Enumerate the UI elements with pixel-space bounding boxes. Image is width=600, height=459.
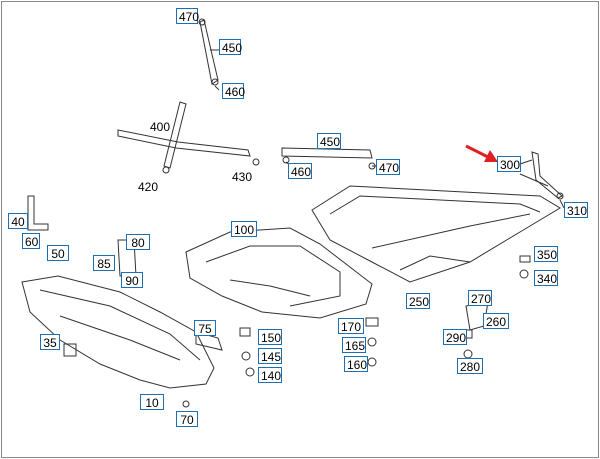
fastener-280 <box>463 349 473 359</box>
washer-165 <box>367 337 377 347</box>
callout-90[interactable]: 90 <box>121 272 143 288</box>
callout-460-top[interactable]: 460 <box>222 83 245 99</box>
underbody-panel-250 <box>311 185 561 283</box>
washer-145 <box>241 351 251 361</box>
label-430: 430 <box>232 170 253 184</box>
callout-470-top[interactable]: 470 <box>176 8 199 24</box>
callout-470-right[interactable]: 470 <box>376 159 400 175</box>
callout-250[interactable]: 250 <box>406 293 430 309</box>
strut-vertical-part <box>198 18 219 86</box>
callout-100[interactable]: 100 <box>231 221 257 237</box>
label-420: 420 <box>138 180 159 194</box>
callout-340[interactable]: 340 <box>534 270 558 286</box>
bracket-40-part <box>27 195 49 231</box>
front-shield-10 <box>21 275 215 389</box>
clip-35 <box>63 343 77 357</box>
callout-300[interactable]: 300 <box>497 156 521 172</box>
clip-150 <box>239 327 251 337</box>
clip-170 <box>365 317 379 327</box>
callout-150[interactable]: 150 <box>258 329 282 345</box>
callout-40[interactable]: 40 <box>8 213 28 229</box>
callout-60[interactable]: 60 <box>22 233 40 249</box>
callout-145[interactable]: 145 <box>258 348 282 364</box>
callout-350[interactable]: 350 <box>534 246 558 262</box>
callout-35[interactable]: 35 <box>40 334 60 350</box>
bracket-300-part <box>519 151 564 200</box>
callout-260[interactable]: 260 <box>483 313 509 329</box>
clip-350 <box>519 255 531 263</box>
callout-75[interactable]: 75 <box>194 320 216 336</box>
callout-450-right[interactable]: 450 <box>317 133 341 149</box>
callout-280[interactable]: 280 <box>457 358 483 374</box>
fastener-160 <box>367 357 377 367</box>
fastener-340 <box>519 269 529 279</box>
callout-310[interactable]: 310 <box>564 202 588 218</box>
callout-270[interactable]: 270 <box>468 290 492 306</box>
cross-brace-part <box>117 101 260 174</box>
engine-shield-100 <box>185 227 373 319</box>
callout-80[interactable]: 80 <box>126 234 150 250</box>
callout-85[interactable]: 85 <box>93 255 115 271</box>
callout-70[interactable]: 70 <box>176 411 198 427</box>
fastener-140 <box>245 367 255 377</box>
callout-460-right[interactable]: 460 <box>288 163 312 179</box>
bracket-75-part <box>195 331 223 351</box>
callout-165[interactable]: 165 <box>342 337 366 353</box>
callout-450-top[interactable]: 450 <box>219 39 242 55</box>
highlight-arrow <box>465 144 498 162</box>
fastener-70 <box>182 400 190 408</box>
label-400: 400 <box>150 120 171 134</box>
callout-290[interactable]: 290 <box>443 329 467 345</box>
callout-160[interactable]: 160 <box>344 356 368 372</box>
callout-170[interactable]: 170 <box>338 318 364 334</box>
callout-50[interactable]: 50 <box>47 245 69 261</box>
callout-140[interactable]: 140 <box>258 367 282 383</box>
callout-10[interactable]: 10 <box>140 394 164 410</box>
